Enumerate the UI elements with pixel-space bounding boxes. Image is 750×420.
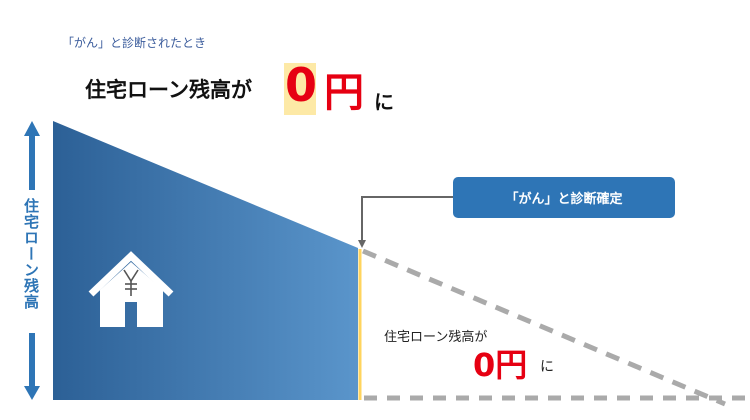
projected-balance-dashed-line: [362, 248, 726, 407]
diagnosis-callout: 「がん」と診断確定: [453, 177, 675, 218]
zero-highlight: [284, 63, 316, 115]
axis-label: 住宅ローン残高: [22, 198, 40, 310]
callout-label: 「がん」と診断確定: [505, 192, 623, 207]
result-prefix: 住宅ローン残高が: [384, 330, 488, 345]
title-prefix: 住宅ローン残高が: [85, 78, 252, 102]
title-suffix: に: [374, 90, 394, 114]
callout-arrow-icon: [358, 240, 366, 248]
result-suffix: に: [540, 359, 554, 375]
loan-balance-area: [53, 121, 358, 400]
title-zero: 0: [285, 58, 318, 112]
house-yen-icon: [88, 251, 174, 327]
callout-connector: [361, 196, 453, 241]
result-amount: 0円: [473, 346, 528, 384]
subtitle: 「がん」と診断されたとき: [62, 36, 207, 50]
title-yen: 円: [324, 70, 364, 116]
double-arrow-icon: [24, 121, 40, 400]
